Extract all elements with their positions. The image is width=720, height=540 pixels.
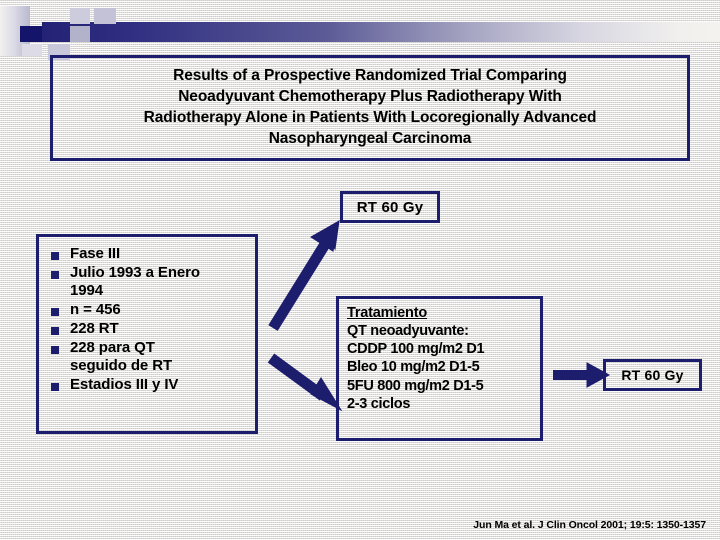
- rt-right-label: RT 60 Gy: [621, 367, 684, 383]
- bullet-square-icon: [51, 382, 59, 391]
- list-item: 228 para QT seguido de RT: [45, 339, 249, 374]
- list-item: 228 RT: [45, 320, 249, 337]
- decorative-square-1: [20, 26, 42, 42]
- treatment-line: Bleo 10 mg/m2 D1-5: [347, 359, 480, 376]
- study-design-box: Fase III Julio 1993 a Enero 1994 n = 456…: [36, 234, 258, 434]
- list-item-label: Estadios III y IV: [70, 375, 179, 393]
- treatment-line: QT neoadyuvante:: [347, 323, 469, 340]
- citation-text: Jun Ma et al. J Clin Oncol 2001; 19:5: 1…: [473, 519, 706, 531]
- decorative-square-4: [94, 8, 116, 24]
- arrow-right-icon: [553, 362, 611, 388]
- decorative-square-6: [22, 44, 42, 56]
- page-title: Results of a Prospective Randomized Tria…: [143, 67, 597, 147]
- list-item-label: Fase III: [70, 245, 121, 262]
- rt-top-box: RT 60 Gy: [340, 191, 440, 223]
- bullet-square-icon: [51, 327, 59, 335]
- rt-top-label: RT 60 Gy: [356, 198, 424, 216]
- treatment-heading: Tratamiento: [347, 305, 427, 321]
- list-item-label: 228 para QT seguido de RT: [70, 339, 173, 374]
- decorative-square-3: [70, 26, 90, 42]
- rt-right-box: RT 60 Gy: [603, 359, 702, 391]
- slide-title-box: Results of a Prospective Randomized Tria…: [50, 55, 690, 161]
- list-item: Estadios III y IV: [45, 376, 249, 393]
- treatment-box: Tratamiento QT neoadyuvante: CDDP 100 mg…: [336, 296, 543, 441]
- decorative-square-2: [70, 8, 90, 24]
- bullet-square-icon: [51, 271, 59, 280]
- bullet-square-icon: [51, 252, 59, 260]
- list-item: Julio 1993 a Enero 1994: [45, 264, 249, 299]
- treatment-line: 2-3 ciclos: [347, 395, 411, 412]
- list-item-label: n = 456: [70, 300, 121, 318]
- treatment-line: 5FU 800 mg/m2 D1-5: [347, 377, 484, 394]
- list-item: Fase III: [45, 245, 249, 262]
- treatment-line: CDDP 100 mg/m2 D1: [347, 341, 485, 358]
- list-item: n = 456: [45, 301, 249, 318]
- arrow-down-right-icon: [267, 353, 343, 412]
- decorative-gradient-bar: [42, 22, 720, 42]
- bullet-square-icon: [51, 307, 59, 316]
- list-item-label: 228 RT: [70, 320, 119, 337]
- arrow-up-right-icon: [268, 220, 340, 331]
- study-design-list: Fase III Julio 1993 a Enero 1994 n = 456…: [45, 245, 249, 393]
- bullet-square-icon: [51, 346, 59, 355]
- list-item-label: Julio 1993 a Enero 1994: [70, 264, 200, 299]
